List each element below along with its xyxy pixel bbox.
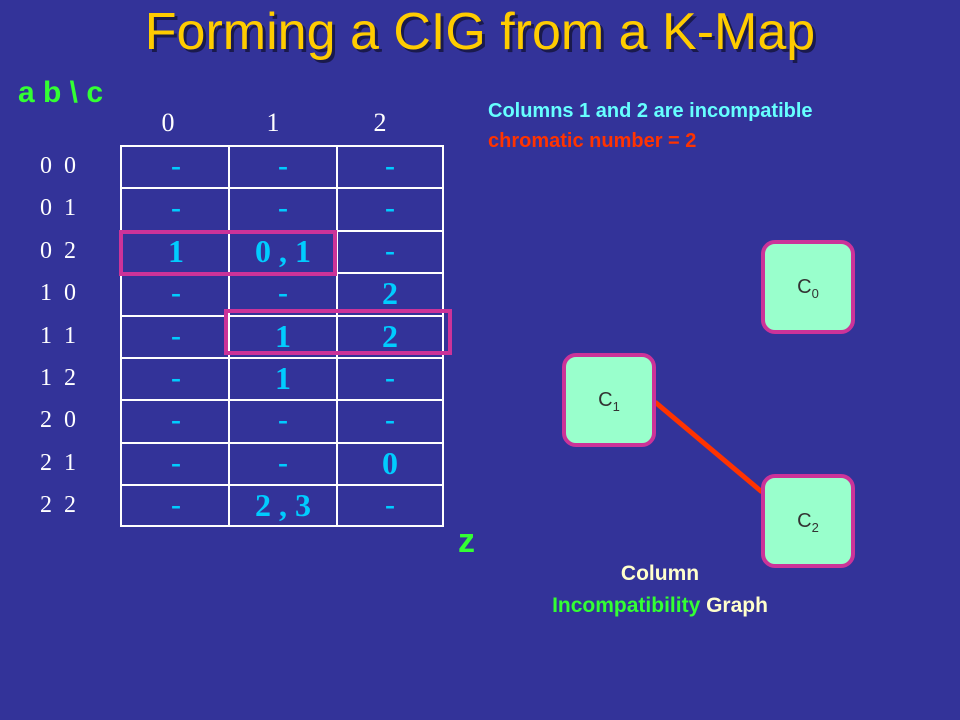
slide-title: Forming a CIG from a K-Map <box>144 3 816 61</box>
grid-row-line <box>122 484 442 487</box>
incompatible-highlight-row-11 <box>224 309 452 355</box>
column-header-1: 1 <box>266 108 280 137</box>
row-header-8: 2 2 <box>40 492 76 519</box>
graph-caption-line2: Incompatibility Graph <box>552 594 768 617</box>
kmap-cell-r8-c2: - <box>385 488 395 522</box>
chromatic-number-note: chromatic number = 2 <box>488 130 697 152</box>
row-header-7: 2 1 <box>40 449 76 476</box>
kmap-cell-r4-c2: 2 <box>382 317 398 354</box>
kmap-cell-r4-c1: 1 <box>275 317 291 354</box>
grid-row-line <box>122 441 442 444</box>
node-label: C <box>797 510 812 532</box>
incompatibility-note: Columns 1 and 2 are incompatible <box>488 100 813 122</box>
kmap-cell-r7-c0: - <box>171 445 181 479</box>
kmap-cell-r2-c1: 0 , 1 <box>255 232 311 269</box>
grid-row-line <box>122 314 442 317</box>
kmap-cell-r5-c0: - <box>171 361 181 394</box>
row-header-2: 0 2 <box>40 237 76 264</box>
kmap-cell-r3-c1: - <box>278 276 288 310</box>
kmap-grid: - - - - - - 1 0 , 1 - - - 2 - 1 2 - 1 - - - - - - 0 - 2 , 3 - <box>120 145 444 527</box>
kmap-cell-r5-c2: - <box>385 361 395 394</box>
grid-row-line <box>122 187 442 190</box>
graph-caption-line1: Column <box>620 562 700 585</box>
kmap-cell-r1-c2: - <box>385 191 395 225</box>
kmap-cell-r6-c1: - <box>278 403 288 437</box>
kmap-cell-r8-c0: - <box>171 488 181 522</box>
kmap-cell-r7-c1: - <box>278 445 288 479</box>
kmap-cell-r8-c1: 2 , 3 <box>255 487 311 524</box>
graph-node-c1: C1 <box>562 353 656 447</box>
kmap-cell-r0-c1: - <box>278 149 288 182</box>
kmap-cell-r2-c0: 1 <box>168 232 184 269</box>
column-header-2: 2 <box>373 108 387 137</box>
kmap-cell-r4-c0: - <box>171 318 181 352</box>
node-label: C <box>797 276 812 298</box>
row-header-5: 1 2 <box>40 365 76 391</box>
kmap-cell-r6-c0: - <box>171 403 181 437</box>
row-header-0: 0 0 <box>40 153 76 179</box>
kmap-cell-r1-c1: - <box>278 191 288 225</box>
grid-row-line <box>122 399 442 402</box>
kmap-cell-r6-c2: - <box>385 403 395 437</box>
kmap-cell-r1-c0: - <box>171 191 181 225</box>
row-header-1: 0 1 <box>40 195 76 222</box>
kmap-cell-r3-c0: - <box>171 276 181 310</box>
node-label: C <box>598 389 613 411</box>
row-header-4: 1 1 <box>40 322 76 349</box>
grid-column-line <box>228 147 230 525</box>
row-header-3: 1 0 <box>40 280 76 307</box>
kmap-cell-r0-c0: - <box>171 149 181 182</box>
graph-node-c0: C0 <box>761 240 855 334</box>
graph-node-c2: C2 <box>761 474 855 568</box>
kmap-cell-r5-c1: 1 <box>275 360 291 396</box>
kmap-cell-r2-c2: - <box>385 233 395 267</box>
grid-column-line <box>336 147 338 525</box>
kmap-cell-r0-c2: - <box>385 149 395 182</box>
kmap-cell-r7-c2: 0 <box>382 444 398 481</box>
edge-c1-c2 <box>653 400 764 494</box>
kmap-corner-label: a b \ c <box>18 76 104 109</box>
incompatible-highlight-row-02 <box>119 230 337 276</box>
column-header-0: 0 <box>161 108 175 137</box>
grid-row-line <box>122 357 442 359</box>
output-label: z <box>458 522 475 560</box>
row-header-6: 2 0 <box>40 407 76 434</box>
kmap-cell-r3-c2: 2 <box>382 275 398 312</box>
